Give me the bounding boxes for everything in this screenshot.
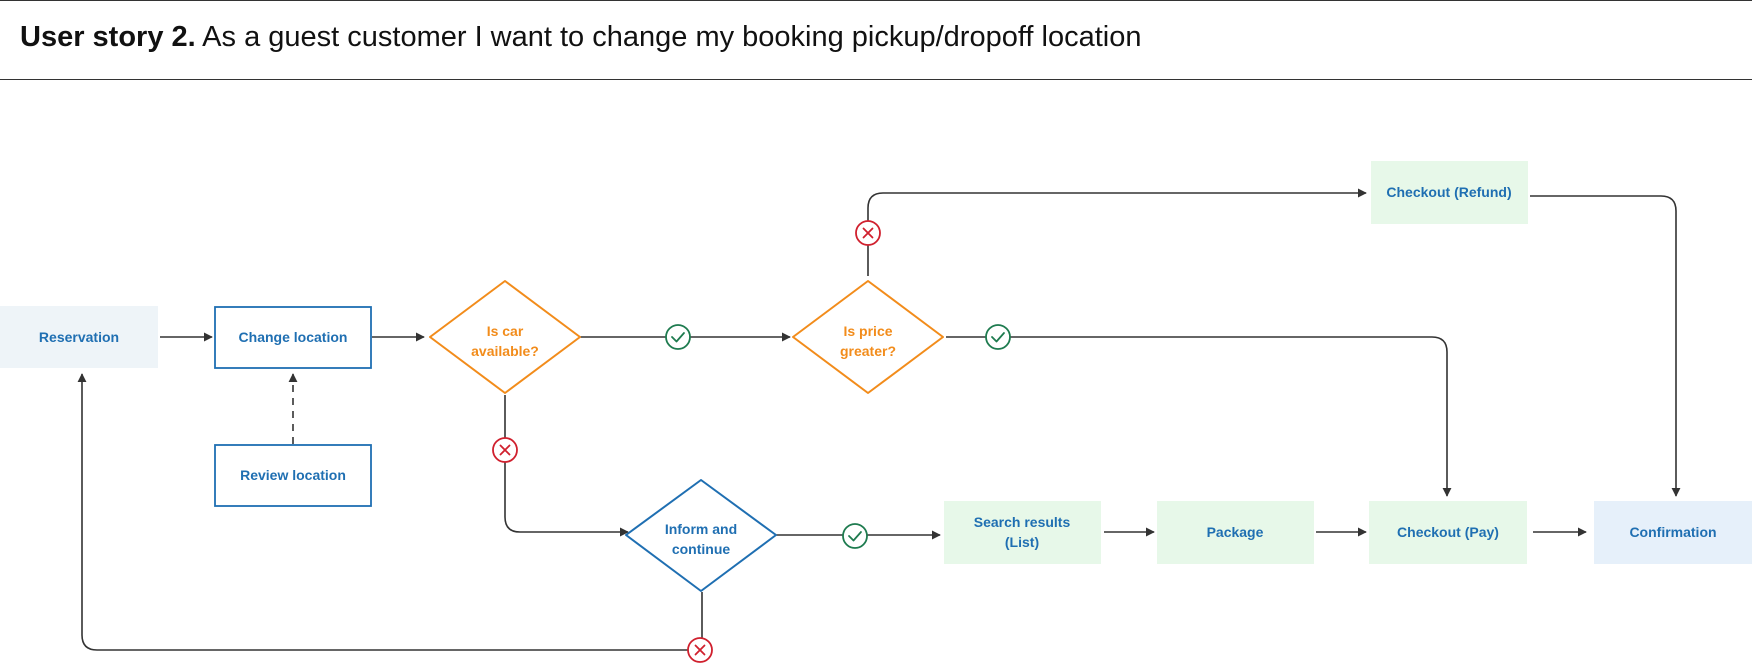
edge-car-inform bbox=[504, 395, 629, 537]
price-greater-label-1: Is price bbox=[843, 323, 892, 339]
package-label: Package bbox=[1207, 524, 1264, 540]
inform-label-1: Inform and bbox=[665, 521, 737, 537]
search-results-label-1: Search results bbox=[974, 514, 1071, 530]
check-circle-icon bbox=[842, 523, 868, 549]
inform-label-2: continue bbox=[672, 541, 731, 557]
story-number: User story 2. bbox=[20, 21, 196, 53]
edge-inform-reservation bbox=[77, 373, 703, 651]
confirmation-label: Confirmation bbox=[1629, 524, 1716, 540]
decision-is-price-greater: Is price greater? bbox=[792, 280, 944, 394]
node-checkout-refund: Checkout (Refund) bbox=[1371, 161, 1528, 224]
review-location-label: Review location bbox=[240, 467, 346, 483]
story-text: As a guest customer I want to change my … bbox=[202, 21, 1142, 53]
decision-is-car-available: Is car available? bbox=[429, 280, 581, 394]
node-search-results: Search results (List) bbox=[944, 501, 1101, 564]
car-available-label-2: available? bbox=[471, 343, 539, 359]
edge-price-pay bbox=[946, 336, 1452, 497]
cross-circle-icon bbox=[492, 437, 518, 463]
cross-circle-icon bbox=[855, 220, 881, 246]
node-confirmation: Confirmation bbox=[1594, 501, 1752, 564]
header: User story 2. As a guest customer I want… bbox=[0, 0, 1752, 80]
search-results-label-2: (List) bbox=[1005, 534, 1039, 550]
edge-price-refund bbox=[867, 188, 1367, 276]
node-package: Package bbox=[1157, 501, 1314, 564]
decision-inform-continue: Inform and continue bbox=[625, 479, 777, 592]
page-title: User story 2. As a guest customer I want… bbox=[20, 21, 1141, 54]
change-location-label: Change location bbox=[239, 329, 348, 345]
checkout-refund-label: Checkout (Refund) bbox=[1386, 184, 1511, 200]
car-available-label-1: Is car bbox=[487, 323, 524, 339]
check-circle-icon bbox=[665, 324, 691, 350]
check-circle-icon bbox=[985, 324, 1011, 350]
edge-refund-confirm bbox=[1530, 195, 1681, 497]
node-review-location: Review location bbox=[214, 444, 372, 507]
node-checkout-pay: Checkout (Pay) bbox=[1369, 501, 1527, 564]
node-change-location: Change location bbox=[214, 306, 372, 369]
reservation-label: Reservation bbox=[39, 329, 119, 345]
cross-circle-icon bbox=[687, 637, 713, 663]
node-reservation: Reservation bbox=[0, 306, 158, 368]
checkout-pay-label: Checkout (Pay) bbox=[1397, 524, 1499, 540]
price-greater-label-2: greater? bbox=[840, 343, 896, 359]
